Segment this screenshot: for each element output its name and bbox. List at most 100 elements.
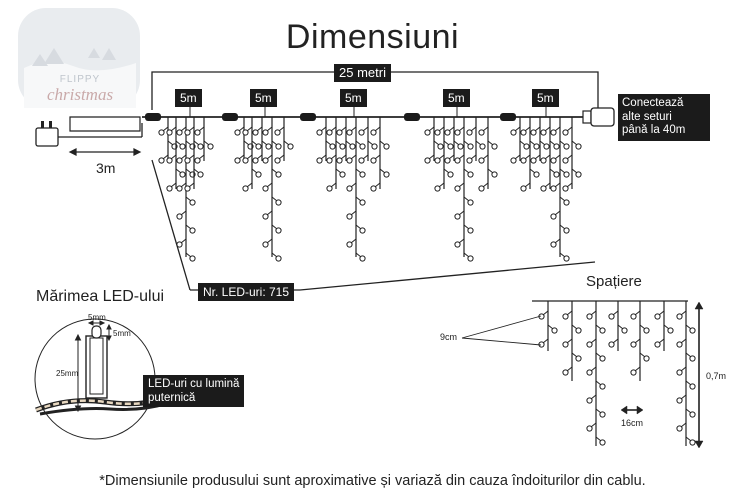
led-bulb [316,126,327,136]
led-bulb [559,224,570,234]
led-bulb [424,126,435,136]
led-bulb [676,422,687,432]
led-bulb [252,154,263,164]
led-count-pointer-a [151,159,191,291]
led-bulb [463,168,474,178]
led-bulb [271,140,282,150]
led-bulb [562,182,573,192]
led-bulb [571,352,582,362]
led-bulb [538,310,549,320]
led-bulb [571,324,582,334]
led-bulb [550,126,561,136]
led-bulb [540,126,551,136]
led-bulb [262,238,273,248]
segment-label: 5m [532,89,559,107]
power-plug-icon [35,121,59,147]
led-bulb [654,338,665,348]
led-bulb [463,252,474,262]
led-bulb [176,182,187,192]
led-bulb [194,154,205,164]
lead-cable-length: 3m [96,160,116,176]
led-bulb [234,154,245,164]
led-bulb [158,126,169,136]
led-bulb [529,168,540,178]
led-bulb [443,140,454,150]
led-bulb [203,140,214,150]
cable-connector [300,113,316,121]
led-bulb [463,140,474,150]
led-bulb [175,140,186,150]
led-bulb [176,154,187,164]
led-bulb [466,126,477,136]
led-bulb [166,182,177,192]
led-bulb [676,338,687,348]
led-bulb [530,154,541,164]
led-bulb [370,154,381,164]
led-bulb [549,140,560,150]
led-bulb [685,380,696,390]
led-caption: LED-uri cu lumină puternică [143,375,245,407]
led-bulb [326,154,337,164]
led-bulb [274,154,285,164]
led-bulb [433,140,444,150]
led-bulb [639,352,650,362]
led-bulb [586,310,597,320]
cable-connector [222,113,238,121]
led-bulb [358,154,369,164]
led-large-illustration [85,325,108,399]
end-connector-icon [582,107,615,127]
led-bulb [355,252,366,262]
led-bulb [586,338,597,348]
led-bulb [608,310,619,320]
led-bulb [251,168,262,178]
lead-cable-dimension-arrow [68,148,142,156]
led-bulb [434,126,445,136]
led-bulb [379,168,390,178]
led-bulb [550,210,561,220]
cable-connector [500,113,516,121]
led-bulb [185,252,196,262]
led-bulb [463,196,474,206]
led-bulb [346,238,357,248]
led-bulb [184,126,195,136]
led-bulb [530,126,541,136]
led-bulb [158,154,169,164]
led-bulb [335,168,346,178]
curtain-height-arrow [694,301,704,449]
led-bulb [443,168,454,178]
led-bulb [176,238,187,248]
led-bulb [176,210,187,220]
led-bulb [478,182,489,192]
led-bulb [346,210,357,220]
segment-label: 5m [175,89,202,107]
logo-line2: christmas [47,85,114,104]
cable-connector [145,113,161,121]
led-bulb [520,182,531,192]
led-bulb [262,154,273,164]
led-bulb [586,422,597,432]
lead-cable-coil [69,116,141,132]
led-bulb [336,154,347,164]
led-bulb [355,224,366,234]
led-bulb [166,126,177,136]
led-bulb [454,182,465,192]
led-bulb [559,196,570,206]
led-bulb [520,126,531,136]
spacing-heading: Spațiere [586,273,642,290]
led-bulb [529,140,540,150]
led-bulb [685,324,696,334]
led-bulb [540,154,551,164]
led-bulb [685,408,696,418]
led-bulb [663,324,674,334]
led-bulb [271,224,282,234]
led-bulb [184,182,195,192]
led-bulb [325,140,336,150]
led-bulb [355,168,366,178]
connect-note: Conectează alte seturi până la 40m [618,94,710,141]
led-bulb [466,154,477,164]
led-bulb [550,154,561,164]
led-bulb [454,154,465,164]
led-bulb [370,126,381,136]
led-bulb [586,366,597,376]
led-bulb [595,352,606,362]
